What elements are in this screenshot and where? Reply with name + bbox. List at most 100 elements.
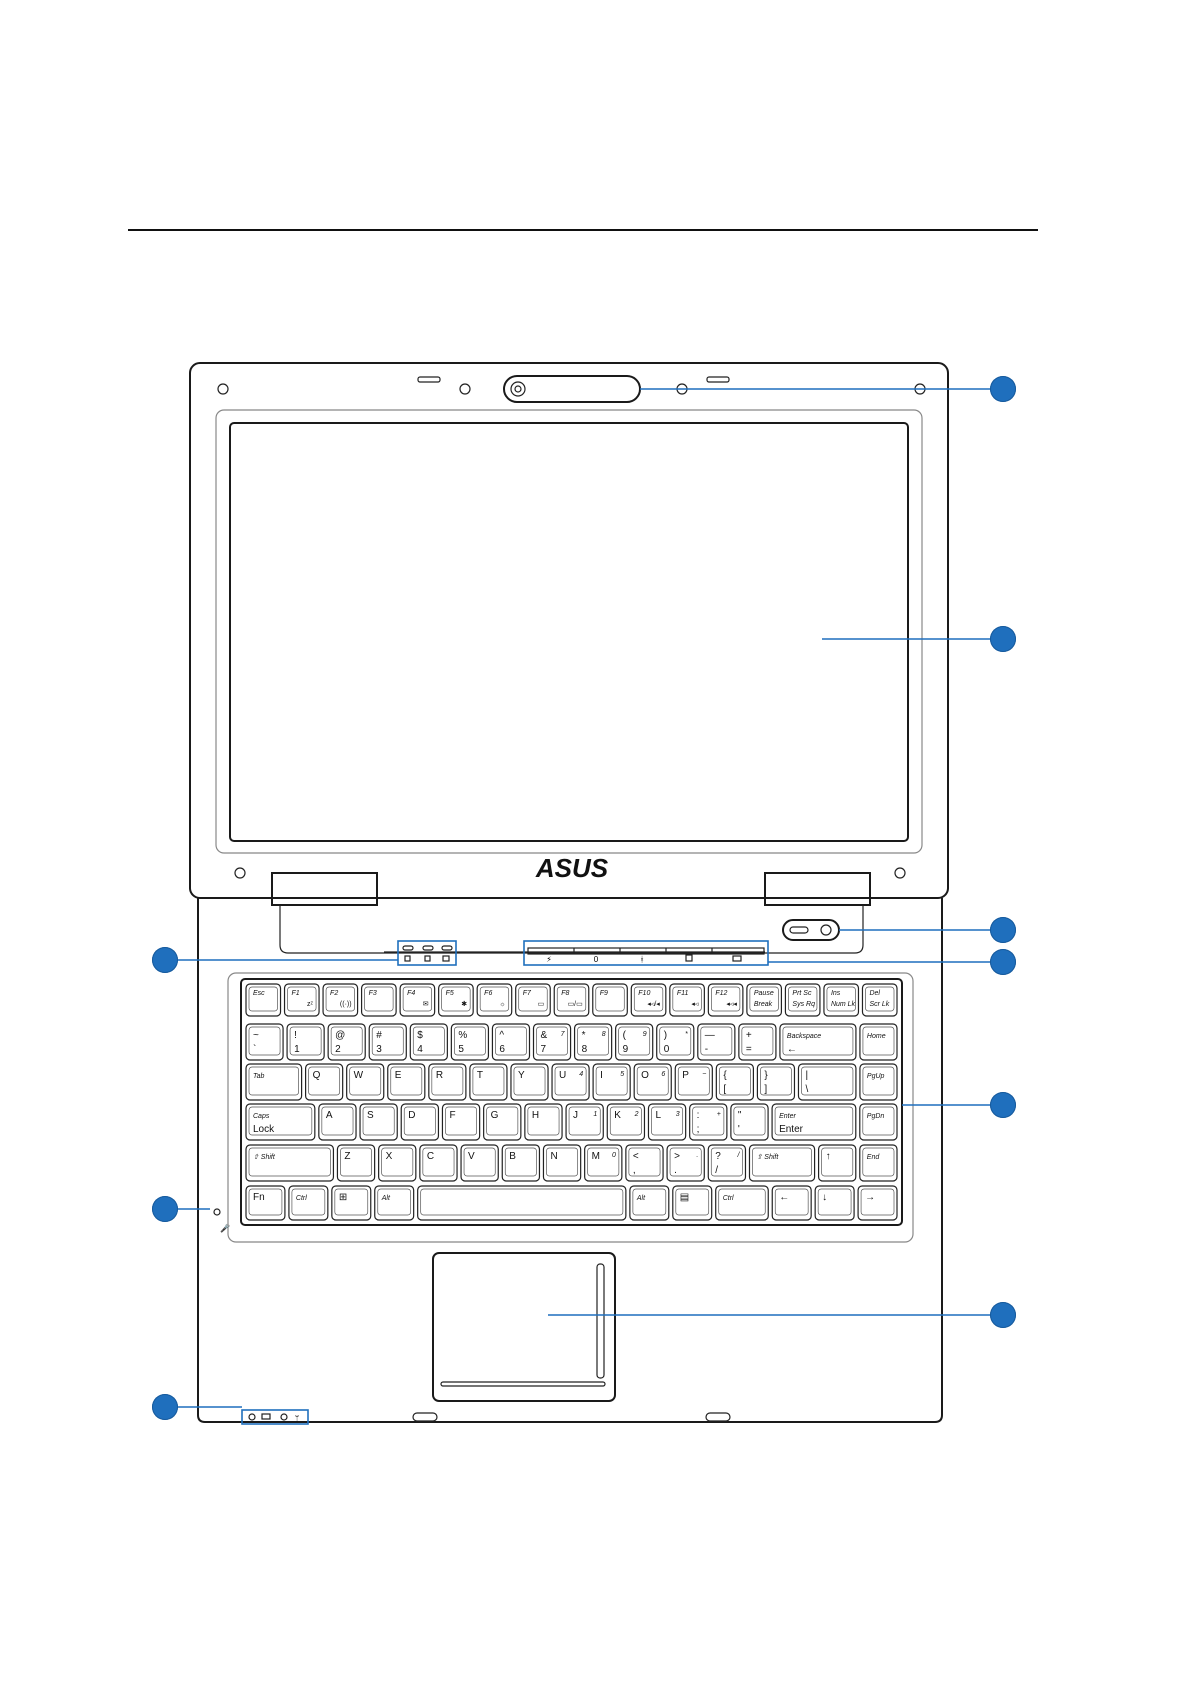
keyboard-key[interactable]: Ctrl: [288, 1185, 329, 1221]
keyboard-key[interactable]: Y: [510, 1063, 549, 1101]
key-sublabel: ←: [787, 1044, 797, 1055]
keyboard-key[interactable]: End: [859, 1144, 898, 1182]
keyboard-key[interactable]: Alt: [374, 1185, 415, 1221]
keyboard-key[interactable]: *88: [573, 1023, 613, 1061]
keyboard-key[interactable]: Fn: [245, 1185, 286, 1221]
keyboard-key[interactable]: X: [378, 1144, 417, 1182]
keyboard-key[interactable]: R: [428, 1063, 467, 1101]
callout-microphone: [152, 1196, 178, 1222]
keyboard-key[interactable]: P−: [674, 1063, 713, 1101]
keyboard-key[interactable]: A: [318, 1103, 357, 1141]
power-switch[interactable]: [782, 919, 840, 941]
key-sublabel: /: [715, 1165, 718, 1176]
key-sublabel: [: [723, 1084, 726, 1095]
keyboard-key[interactable]: &77: [532, 1023, 572, 1061]
keyboard-key[interactable]: G: [483, 1103, 522, 1141]
status-indicators: ᛘ: [241, 1409, 309, 1425]
keyboard-key[interactable]: E: [387, 1063, 426, 1101]
keyboard-key[interactable]: N: [542, 1144, 582, 1182]
keyboard-key[interactable]: F11◂◃: [669, 983, 705, 1017]
keyboard-key[interactable]: Z: [336, 1144, 376, 1182]
keyboard-key[interactable]: PgUp: [859, 1063, 898, 1101]
keyboard-key[interactable]: C: [419, 1144, 458, 1182]
keyboard-key[interactable]: $4: [409, 1023, 448, 1061]
keyboard-key[interactable]: V: [460, 1144, 499, 1182]
power-icon: [820, 924, 832, 936]
keyboard-key[interactable]: F9: [592, 983, 628, 1017]
keyboard-key[interactable]: ⇧ Shift: [748, 1144, 816, 1182]
keyboard-key[interactable]: F8▭/▭: [553, 983, 590, 1017]
keyboard-key[interactable]: F6☼: [476, 983, 513, 1017]
keyboard-key[interactable]: !1: [286, 1023, 325, 1061]
keyboard-key[interactable]: W: [346, 1063, 385, 1101]
keyboard-key[interactable]: F12◂◃◂: [707, 983, 744, 1017]
keyboard-key[interactable]: —-: [697, 1023, 736, 1061]
keyboard-key[interactable]: F2((·)): [322, 983, 359, 1017]
keyboard-key[interactable]: [417, 1185, 627, 1221]
keyboard-key[interactable]: "': [730, 1103, 769, 1141]
keyboard-key[interactable]: +=: [738, 1023, 777, 1061]
keyboard-key[interactable]: ↓: [814, 1185, 855, 1221]
keyboard-key[interactable]: D: [400, 1103, 440, 1141]
keyboard-key[interactable]: F5✱: [438, 983, 474, 1017]
keyboard-key[interactable]: )0*: [656, 1023, 695, 1061]
keyboard-key[interactable]: %5: [450, 1023, 490, 1061]
keyboard-key[interactable]: >..: [666, 1144, 705, 1182]
keyboard-key[interactable]: (99: [615, 1023, 654, 1061]
keyboard-key[interactable]: ~`: [245, 1023, 284, 1061]
keyboard-key[interactable]: {[: [715, 1063, 754, 1101]
keyboard-key[interactable]: @2: [327, 1023, 366, 1061]
key-numpad-label: −: [702, 1071, 706, 1078]
keyboard-key[interactable]: ⇧ Shift: [245, 1144, 335, 1182]
keyboard-key[interactable]: F7▭: [515, 983, 551, 1017]
keyboard-key[interactable]: Alt: [629, 1185, 670, 1221]
keyboard-key[interactable]: B: [501, 1144, 541, 1182]
keyboard-key[interactable]: F: [441, 1103, 481, 1141]
keyboard-key[interactable]: Q: [305, 1063, 344, 1101]
keyboard-key[interactable]: H: [524, 1103, 563, 1141]
keyboard-key[interactable]: ⊞: [331, 1185, 372, 1221]
keyboard-key[interactable]: Home: [859, 1023, 898, 1061]
keyboard-key[interactable]: Backspace←: [779, 1023, 857, 1061]
keyboard-key[interactable]: ←: [771, 1185, 812, 1221]
keyboard-key[interactable]: →: [857, 1185, 898, 1221]
keyboard-key[interactable]: ▤: [672, 1185, 713, 1221]
keyboard-key[interactable]: ?//: [707, 1144, 747, 1182]
key-numpad-label: 5: [620, 1071, 624, 1078]
keyboard-key[interactable]: Tab: [245, 1063, 303, 1101]
touchpad[interactable]: [432, 1252, 616, 1402]
keyboard-key[interactable]: <,: [625, 1144, 664, 1182]
key-label: ▤: [680, 1192, 689, 1203]
keyboard-key[interactable]: PgDn: [859, 1103, 898, 1141]
keyboard-key[interactable]: }]: [756, 1063, 796, 1101]
keyboard-key[interactable]: ↑: [817, 1144, 857, 1182]
keyboard-key[interactable]: Ctrl: [715, 1185, 769, 1221]
keyboard-key[interactable]: F10◂◃/◂: [630, 983, 667, 1017]
keyboard-key[interactable]: :;+: [689, 1103, 728, 1141]
keyboard-key[interactable]: S: [359, 1103, 398, 1141]
key-label: F4: [407, 990, 415, 997]
keyboard-key[interactable]: T: [469, 1063, 508, 1101]
keyboard-key[interactable]: #3: [368, 1023, 407, 1061]
keyboard-key[interactable]: ^6: [491, 1023, 531, 1061]
keyboard-key[interactable]: F3: [360, 983, 397, 1017]
wireless-status-icon: ᛘ: [295, 1414, 300, 1423]
keyboard-key[interactable]: |\: [797, 1063, 857, 1101]
keyboard-key[interactable]: F4✉: [399, 983, 436, 1017]
key-sublabel: 8: [582, 1044, 588, 1055]
keyboard-key[interactable]: Esc: [245, 983, 282, 1017]
